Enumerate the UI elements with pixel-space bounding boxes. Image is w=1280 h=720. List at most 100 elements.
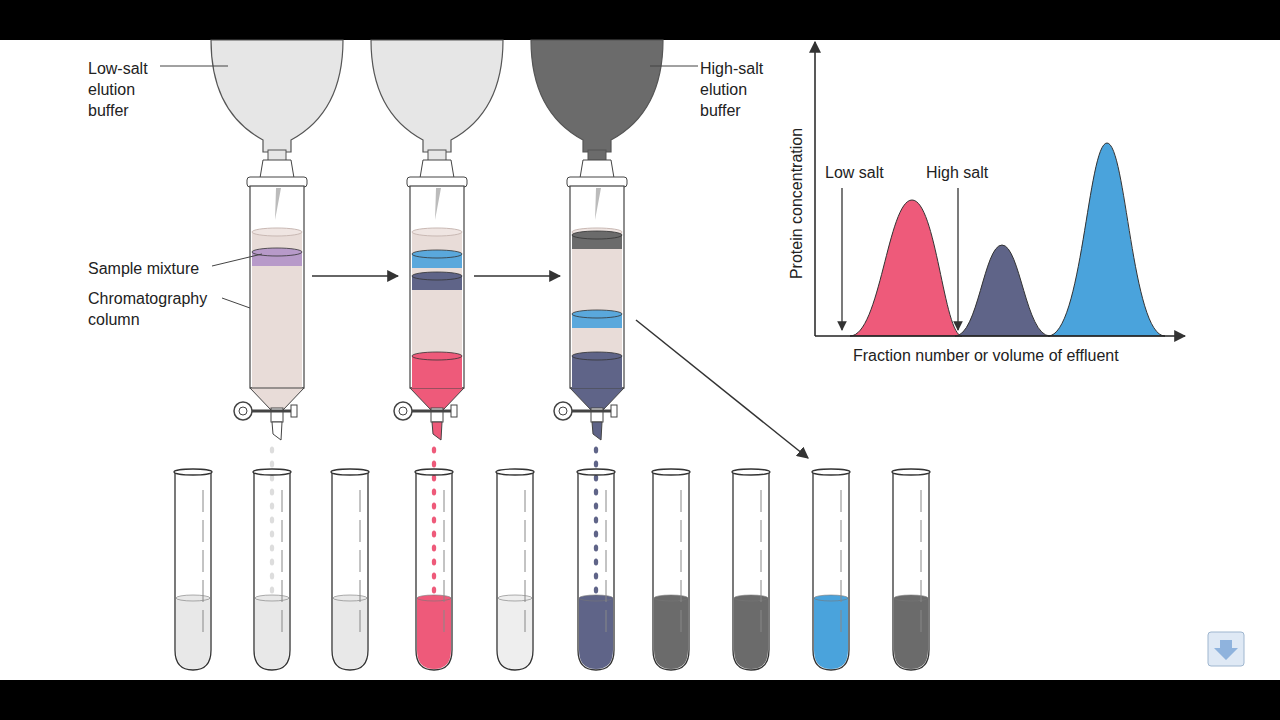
test-tube <box>415 469 453 475</box>
stopcock <box>234 402 252 420</box>
axis-title: Fraction number or volume of effluent <box>853 345 1119 366</box>
stopcock <box>559 407 567 415</box>
test-tube <box>175 472 211 670</box>
tube-liquid <box>176 598 210 669</box>
tube-liquid <box>654 595 688 601</box>
tube-liquid <box>579 595 613 601</box>
stopcock <box>291 405 297 417</box>
drip <box>432 489 436 496</box>
column-tip <box>272 422 282 440</box>
marker-arrow <box>957 188 958 330</box>
y-axis <box>814 42 816 336</box>
drip <box>432 587 436 594</box>
drip <box>270 545 274 552</box>
drip <box>270 573 274 580</box>
tube-shine <box>525 490 526 640</box>
step-arrow <box>312 275 398 277</box>
tube-liquid <box>498 598 532 669</box>
stopcock <box>394 402 412 420</box>
drip <box>594 503 598 510</box>
drip <box>432 531 436 538</box>
stopcock <box>239 407 247 415</box>
test-tube <box>893 472 929 670</box>
tube-liquid <box>654 598 688 669</box>
stopcock <box>554 402 572 420</box>
tube-liquid <box>333 595 367 601</box>
tube-liquid <box>176 595 210 601</box>
drip <box>594 545 598 552</box>
column-part <box>275 188 281 220</box>
top-bar <box>0 0 1280 40</box>
drip <box>432 517 436 524</box>
tube-liquid <box>734 598 768 669</box>
step-arrow <box>636 320 808 458</box>
tube-liquid <box>333 598 367 669</box>
drip <box>270 517 274 524</box>
stopcock <box>569 410 615 413</box>
drip <box>594 559 598 566</box>
marker-label: Low salt <box>825 162 884 183</box>
tube-liquid <box>417 598 451 669</box>
leader-line <box>650 66 698 67</box>
column-part <box>252 232 302 388</box>
tube-shine <box>203 490 204 640</box>
leader-line <box>212 254 262 266</box>
tube-liquid <box>255 598 289 669</box>
drip <box>432 545 436 552</box>
chromatography-column <box>250 186 304 388</box>
stopcock <box>409 410 455 413</box>
marker-label: High salt <box>926 162 988 183</box>
test-tube <box>653 472 689 670</box>
protein-band <box>572 356 622 388</box>
download-icon <box>1208 632 1244 666</box>
test-tube <box>733 472 769 670</box>
test-tube <box>578 472 614 670</box>
leader-line <box>222 298 250 308</box>
protein-band <box>572 352 622 360</box>
drip <box>594 517 598 524</box>
drip <box>270 587 274 594</box>
peak <box>1048 143 1165 336</box>
protein-band <box>412 250 462 258</box>
test-tube <box>174 469 212 475</box>
column-part <box>572 232 622 388</box>
part-label: Sample mixture <box>88 258 214 279</box>
stopcock <box>399 407 407 415</box>
column-tip <box>592 422 602 440</box>
leader-line <box>160 66 228 67</box>
part-label: Low-salt elution buffer <box>88 58 160 121</box>
drip <box>594 447 598 454</box>
drip <box>594 531 598 538</box>
test-tube <box>892 469 930 475</box>
tube-shine <box>444 490 445 640</box>
protein-band <box>412 272 462 280</box>
protein-band <box>412 352 462 360</box>
tube-liquid <box>417 595 451 601</box>
column-part <box>252 228 302 236</box>
drip <box>270 531 274 538</box>
drip <box>594 587 598 594</box>
marker-arrow <box>841 188 842 330</box>
tube-shine <box>761 490 762 640</box>
test-tube <box>416 472 452 670</box>
column-tip <box>432 422 442 440</box>
drip <box>594 461 598 468</box>
tube-shine <box>921 490 922 640</box>
peak <box>850 200 962 336</box>
tube-liquid <box>894 595 928 601</box>
column-part <box>412 232 462 388</box>
tube-liquid <box>814 598 848 669</box>
test-tube <box>652 469 690 475</box>
buffer-bottle <box>211 40 343 152</box>
test-tube <box>813 472 849 670</box>
tube-shine <box>360 490 361 640</box>
step-arrow <box>474 275 560 277</box>
protein-band <box>572 310 622 318</box>
test-tube <box>812 469 850 475</box>
download-icon <box>1214 640 1238 660</box>
test-tube <box>496 469 534 475</box>
test-tube <box>253 469 291 475</box>
column-part <box>260 160 294 178</box>
column-part <box>580 160 614 178</box>
stopcock <box>611 405 617 417</box>
